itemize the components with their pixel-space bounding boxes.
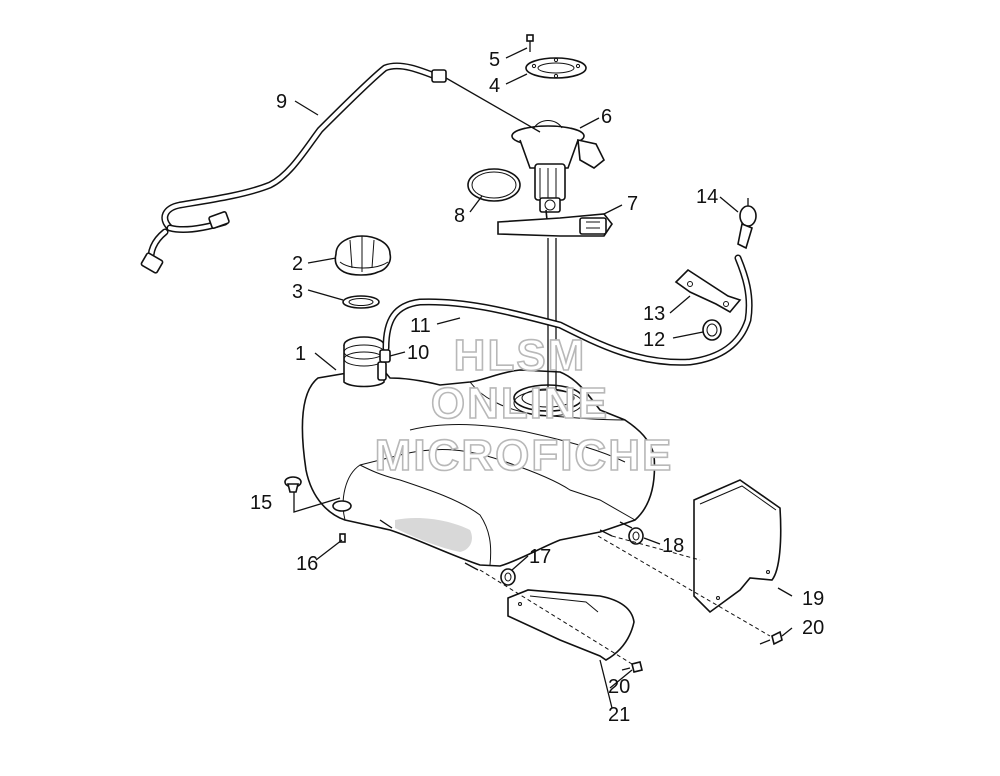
heat-shield-21 [507,589,635,661]
fuel-line [382,254,753,366]
assembly-line-19 [597,535,771,637]
callout-labels: 1 2 3 4 5 6 7 8 9 10 11 12 13 14 15 16 1… [250,49,824,726]
callout-4: 4 [489,75,500,97]
assembly-line-18 [611,535,701,561]
callout-15: 15 [250,492,272,514]
grommet-18 [628,527,644,545]
check-valve [737,198,757,250]
callout-17: 17 [529,546,551,568]
screw-20-upper [759,630,783,646]
callout-9: 9 [276,91,287,113]
screw-15 [284,476,302,493]
bracket [674,268,742,314]
callout-18: 18 [662,535,684,557]
callout-5: 5 [489,49,500,71]
callout-16: 16 [296,553,318,575]
callout-11: 11 [410,315,431,337]
grommet-17 [500,568,516,586]
washer-16 [332,500,352,543]
fuel-pump-assembly [511,120,606,231]
watermark-line-2: ONLINE [431,379,609,428]
pump-seal-ring [467,168,521,202]
screw-20-lower [621,661,643,673]
hose-clamp [702,319,722,341]
screw-15-leader [293,492,341,513]
cap-gasket [342,295,380,309]
callout-8: 8 [454,205,465,227]
callout-leaders [294,47,793,709]
screw-5 [526,34,534,52]
callout-1: 1 [295,343,306,365]
heat-shield-19 [693,479,782,614]
retainer-ring [525,57,587,79]
callout-14: 14 [696,186,718,208]
callout-13: 13 [643,303,665,325]
watermark-line-3: MICROFICHE [375,431,674,480]
callout-10: 10 [407,342,429,364]
callout-19: 19 [802,588,824,610]
fuel-level-float [497,213,613,237]
callout-21: 21 [608,704,630,726]
assembly-line-21 [479,569,633,665]
callout-20-upper: 20 [802,617,824,639]
watermark: HLSM ONLINE MICROFICHE [374,330,674,481]
vent-hose [140,62,447,274]
callout-20-lower: 20 [608,676,630,698]
callout-3: 3 [292,281,303,303]
callout-2: 2 [292,253,303,275]
vent-fitting-10 [379,349,391,363]
vent-leader-line [445,77,541,133]
watermark-line-1: HLSM [454,331,587,380]
fuel-tank [301,336,656,571]
filler-cap [334,235,392,276]
callout-7: 7 [627,193,638,215]
callout-12: 12 [643,329,665,351]
callout-6: 6 [601,106,612,128]
